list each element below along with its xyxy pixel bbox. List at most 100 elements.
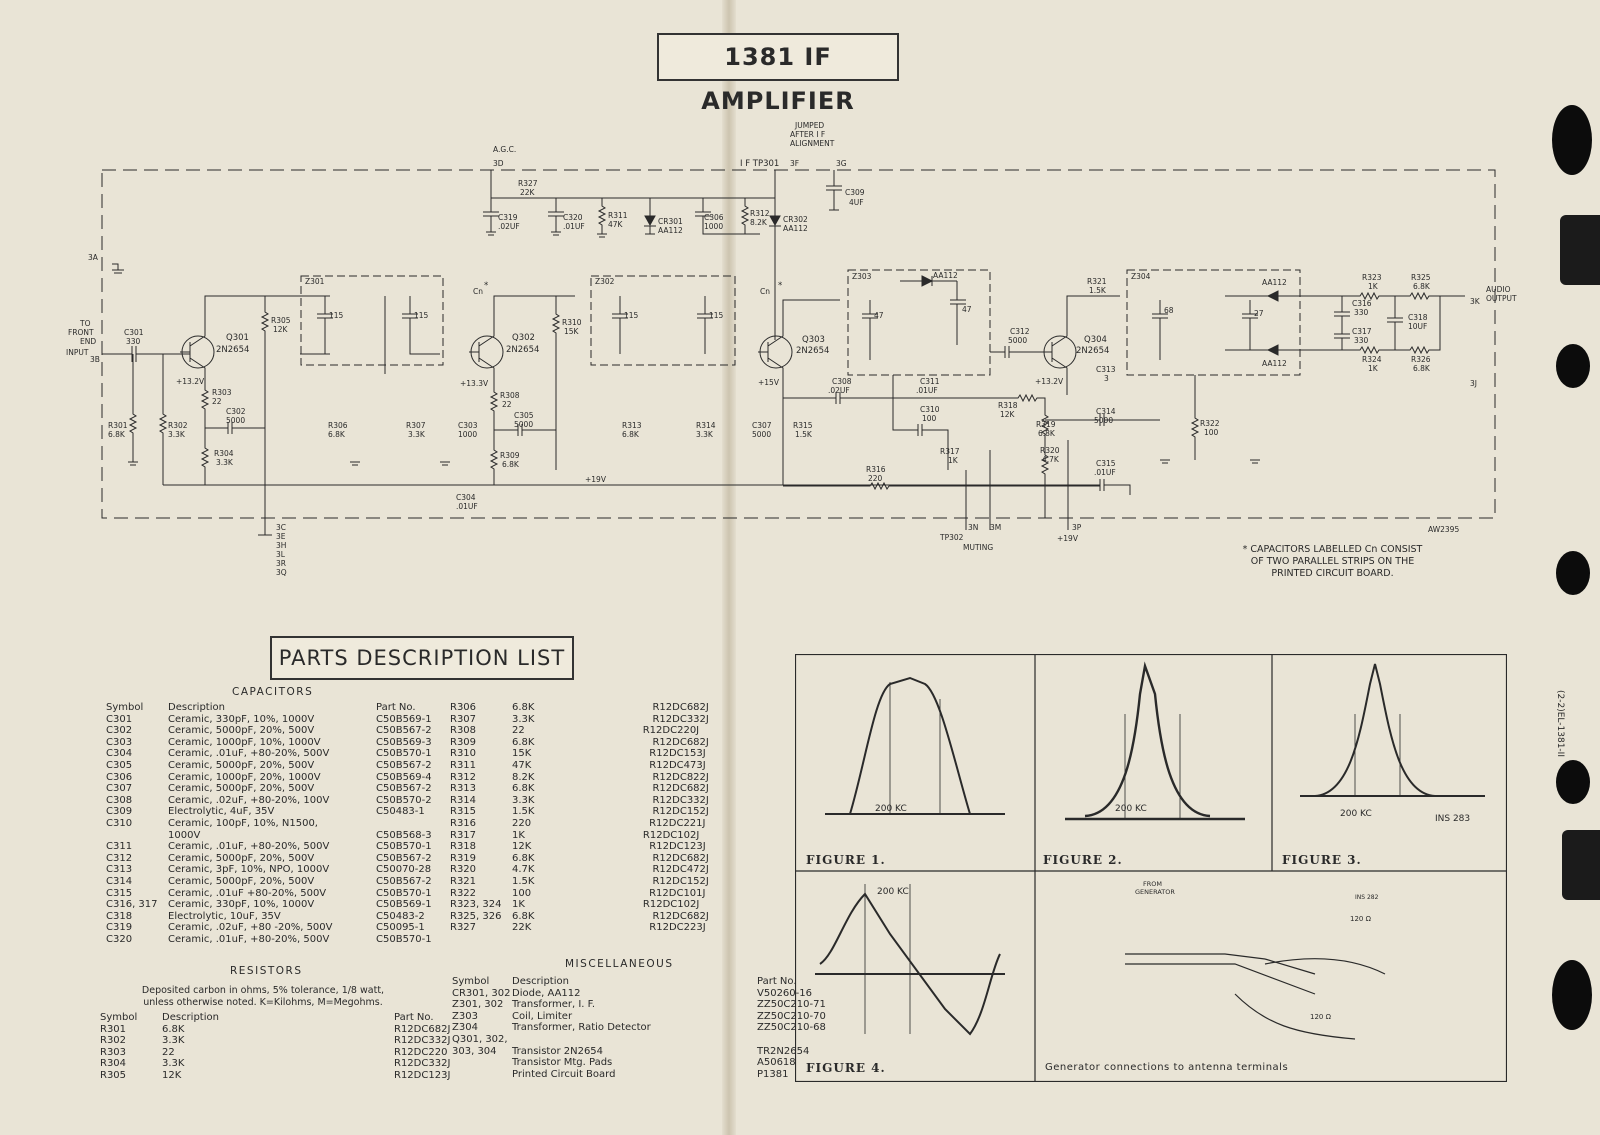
table-cell: 3.3K	[512, 713, 535, 725]
r302-value: 3.3K	[168, 430, 186, 439]
table-cell: R12DC123J	[394, 1069, 451, 1081]
table-cell: 6.8K	[162, 1023, 185, 1035]
table-cell: Transformer, Ratio Detector	[512, 1022, 651, 1034]
table-cell: Electrolytic, 4uF, 35V	[168, 806, 275, 818]
r324-value: 1K	[1368, 364, 1379, 373]
q301-type: 2N2654	[216, 345, 249, 355]
table-cell: Z303	[452, 1010, 478, 1022]
r317-value: 1K	[948, 456, 959, 465]
cn-star-2: *	[778, 281, 782, 291]
c306-label: C306	[704, 213, 724, 222]
fig1-width: 200 KC	[875, 804, 907, 814]
table-cell: C50B567-2	[376, 783, 432, 795]
table-cell: C306	[106, 771, 133, 783]
r325-value: 6.8K	[1413, 282, 1431, 291]
c309-value: 4UF	[849, 198, 864, 207]
r303-label: R303	[212, 388, 232, 397]
r319-value: 6.8K	[1038, 429, 1056, 438]
table-cell: C50B569-1	[376, 713, 432, 725]
r304-label: R304	[214, 449, 234, 458]
r314-label: R314	[696, 421, 716, 430]
table-cell: C50B567-2	[376, 852, 432, 864]
figure-2-label: FIGURE 2.	[1043, 853, 1123, 867]
table-cell: Diode, AA112	[512, 987, 581, 999]
component-labels: R327 22K C319 .02UF C320 .01UF R311 47K …	[108, 179, 1431, 511]
table-cell: Printed Circuit Board	[512, 1068, 616, 1080]
r304-value: 3.3K	[216, 458, 234, 467]
table-cell: 6.8K	[512, 736, 535, 748]
table-cell: Z301, 302	[452, 999, 504, 1011]
fig4-width: 200 KC	[877, 887, 909, 897]
table-cell: C50B569-1	[376, 899, 432, 911]
table-cell: R12DC682J	[652, 736, 709, 748]
q301-name: Q301	[226, 333, 249, 343]
q302-type: 2N2654	[506, 345, 539, 355]
table-cell: C315	[106, 887, 133, 899]
q301-bias: +13.2V	[176, 377, 205, 386]
table-cell: R318	[450, 841, 477, 853]
table-cell: C312	[106, 852, 133, 864]
table-row: C301 Ceramic, 330pF, 10%, 1000V C50B569-1	[106, 714, 466, 726]
table-cell	[452, 1057, 512, 1069]
r310-value: 15K	[564, 327, 580, 336]
c314-value: 5000	[1094, 416, 1113, 425]
table-cell: Ceramic, .02uF, +80-20%, 100V	[168, 794, 330, 806]
table-cell: C50B570-1	[376, 748, 432, 760]
binder-tab-2	[1562, 830, 1600, 900]
q304-bias: +13.2V	[1035, 377, 1064, 386]
table-cell: R12DC682J	[652, 852, 709, 864]
r326-label: R326	[1411, 355, 1431, 364]
table-cell: Ceramic, 1000pF, 20%, 1000V	[168, 771, 321, 783]
table-header: Symbol Description Part No.	[452, 976, 797, 987]
c302-label: C302	[226, 407, 246, 416]
table-cell: 1K	[512, 899, 525, 911]
r311-label: R311	[608, 211, 628, 220]
table-cell: C50B567-2	[376, 759, 432, 771]
page-gutter	[722, 0, 736, 1135]
c311-value: .01UF	[916, 386, 938, 395]
table-cell: P1381	[757, 1068, 789, 1080]
cn-note: * CAPACITORS LABELLED Cn CONSIST OF TWO …	[1225, 544, 1440, 580]
table-cell: R12DC682J	[652, 910, 709, 922]
terminal-3b: 3B	[90, 355, 100, 364]
table-cell: 100	[512, 887, 532, 899]
table-cell: Ceramic, 330pF, 10%, 1000V	[168, 713, 315, 725]
table-cell: 22K	[512, 922, 532, 934]
from-gen-2: GENERATOR	[1135, 888, 1175, 896]
table-cell: V50260-16	[757, 987, 812, 999]
table-cell: C50B567-2	[376, 875, 432, 887]
c308-value: .02UF	[828, 386, 850, 395]
z304-cap1: 68	[1164, 306, 1174, 315]
table-cell: R12DC101J	[649, 887, 706, 899]
table-cell: C301	[106, 713, 133, 725]
table-cell: ZZ50C210-71	[757, 999, 826, 1011]
z304-diode1-label: AA112	[1262, 278, 1287, 287]
audio-label-2: OUTPUT	[1486, 294, 1517, 303]
cn-note-line2: OF TWO PARALLEL STRIPS ON THE	[1250, 556, 1415, 567]
r312-value: 8.2K	[750, 218, 768, 227]
r308-label: R308	[500, 391, 520, 400]
table-cell: Q301, 302,	[452, 1033, 508, 1045]
r327-value: 22K	[520, 188, 536, 197]
ground-terminal-list: 3C 3E 3H 3L 3R 3Q	[276, 523, 287, 577]
terminal-3p: 3P	[1072, 523, 1082, 532]
binder-tab-1	[1560, 215, 1600, 285]
r309-label: R309	[500, 451, 520, 460]
table-cell: R311	[450, 759, 477, 771]
z304-diode2-label: AA112	[1262, 359, 1287, 368]
c301-value: 330	[126, 337, 141, 346]
table-cell: C308	[106, 794, 133, 806]
plus19-p: +19V	[1057, 534, 1079, 543]
table-cell: C50070-28	[376, 864, 432, 876]
table-cell: 1.5K	[512, 875, 535, 887]
table-cell: R12DC221J	[649, 817, 706, 829]
